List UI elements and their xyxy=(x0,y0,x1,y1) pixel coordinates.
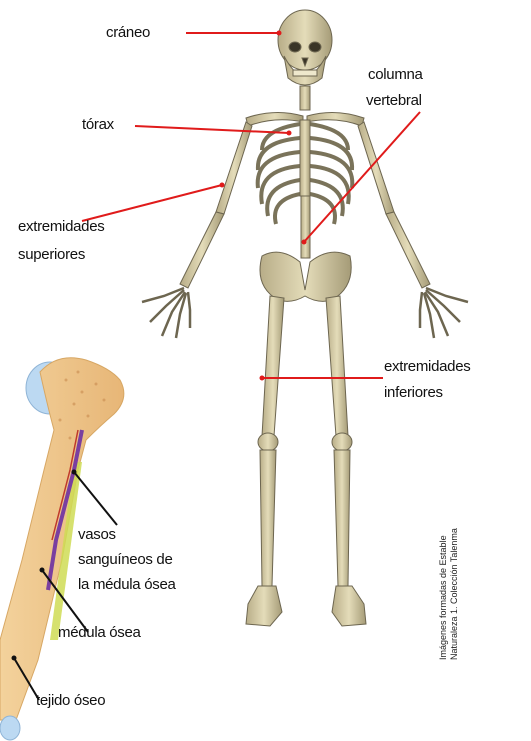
label-craneo: cráneo xyxy=(106,24,150,42)
left-foot xyxy=(246,586,282,626)
label-tejido: tejido óseo xyxy=(36,692,105,710)
left-femur xyxy=(262,296,284,436)
pelvis xyxy=(260,252,351,301)
label-ext-sup-line1: extremidades xyxy=(18,218,104,236)
image-credit: Imágenes formadas de Estable Naturaleza … xyxy=(438,528,460,660)
leader-lines xyxy=(82,33,420,378)
label-vasos-line1: vasos xyxy=(78,526,116,544)
skull xyxy=(278,10,332,85)
right-foot xyxy=(332,586,366,626)
spine xyxy=(301,196,310,258)
leader-dots xyxy=(220,31,307,381)
leader-ext-sup xyxy=(82,185,222,221)
femur-end-cartilage xyxy=(0,716,20,740)
label-medula: médula ósea xyxy=(58,624,141,642)
left-knee xyxy=(258,433,278,451)
label-vasos-line3: la médula ósea xyxy=(78,576,176,594)
left-hand xyxy=(142,288,190,338)
right-tibia xyxy=(334,450,350,586)
sternum xyxy=(300,120,310,196)
credit-line2: Naturaleza 1. Colección Talenma xyxy=(449,528,460,660)
right-hand xyxy=(420,288,468,338)
right-humerus xyxy=(358,122,394,214)
left-forearm xyxy=(180,212,224,288)
label-ext-inf-line2: inferiores xyxy=(384,384,443,402)
right-forearm xyxy=(386,212,430,288)
label-columna-line1: columna xyxy=(368,66,423,84)
label-columna-line2: vertebral xyxy=(366,92,422,110)
left-tibia xyxy=(260,450,276,586)
label-vasos-line2: sanguíneos de xyxy=(78,551,173,569)
label-torax: tórax xyxy=(82,116,114,134)
left-humerus xyxy=(216,122,252,214)
femur-section xyxy=(0,358,124,740)
cervical-spine xyxy=(300,86,310,110)
label-ext-sup-line2: superiores xyxy=(18,246,85,264)
label-ext-inf-line1: extremidades xyxy=(384,358,470,376)
leader-vasos xyxy=(74,472,117,525)
credit-line1: Imágenes formadas de Estable xyxy=(438,528,449,660)
right-knee xyxy=(332,433,352,451)
right-femur xyxy=(326,296,348,436)
leader-torax xyxy=(135,126,289,133)
